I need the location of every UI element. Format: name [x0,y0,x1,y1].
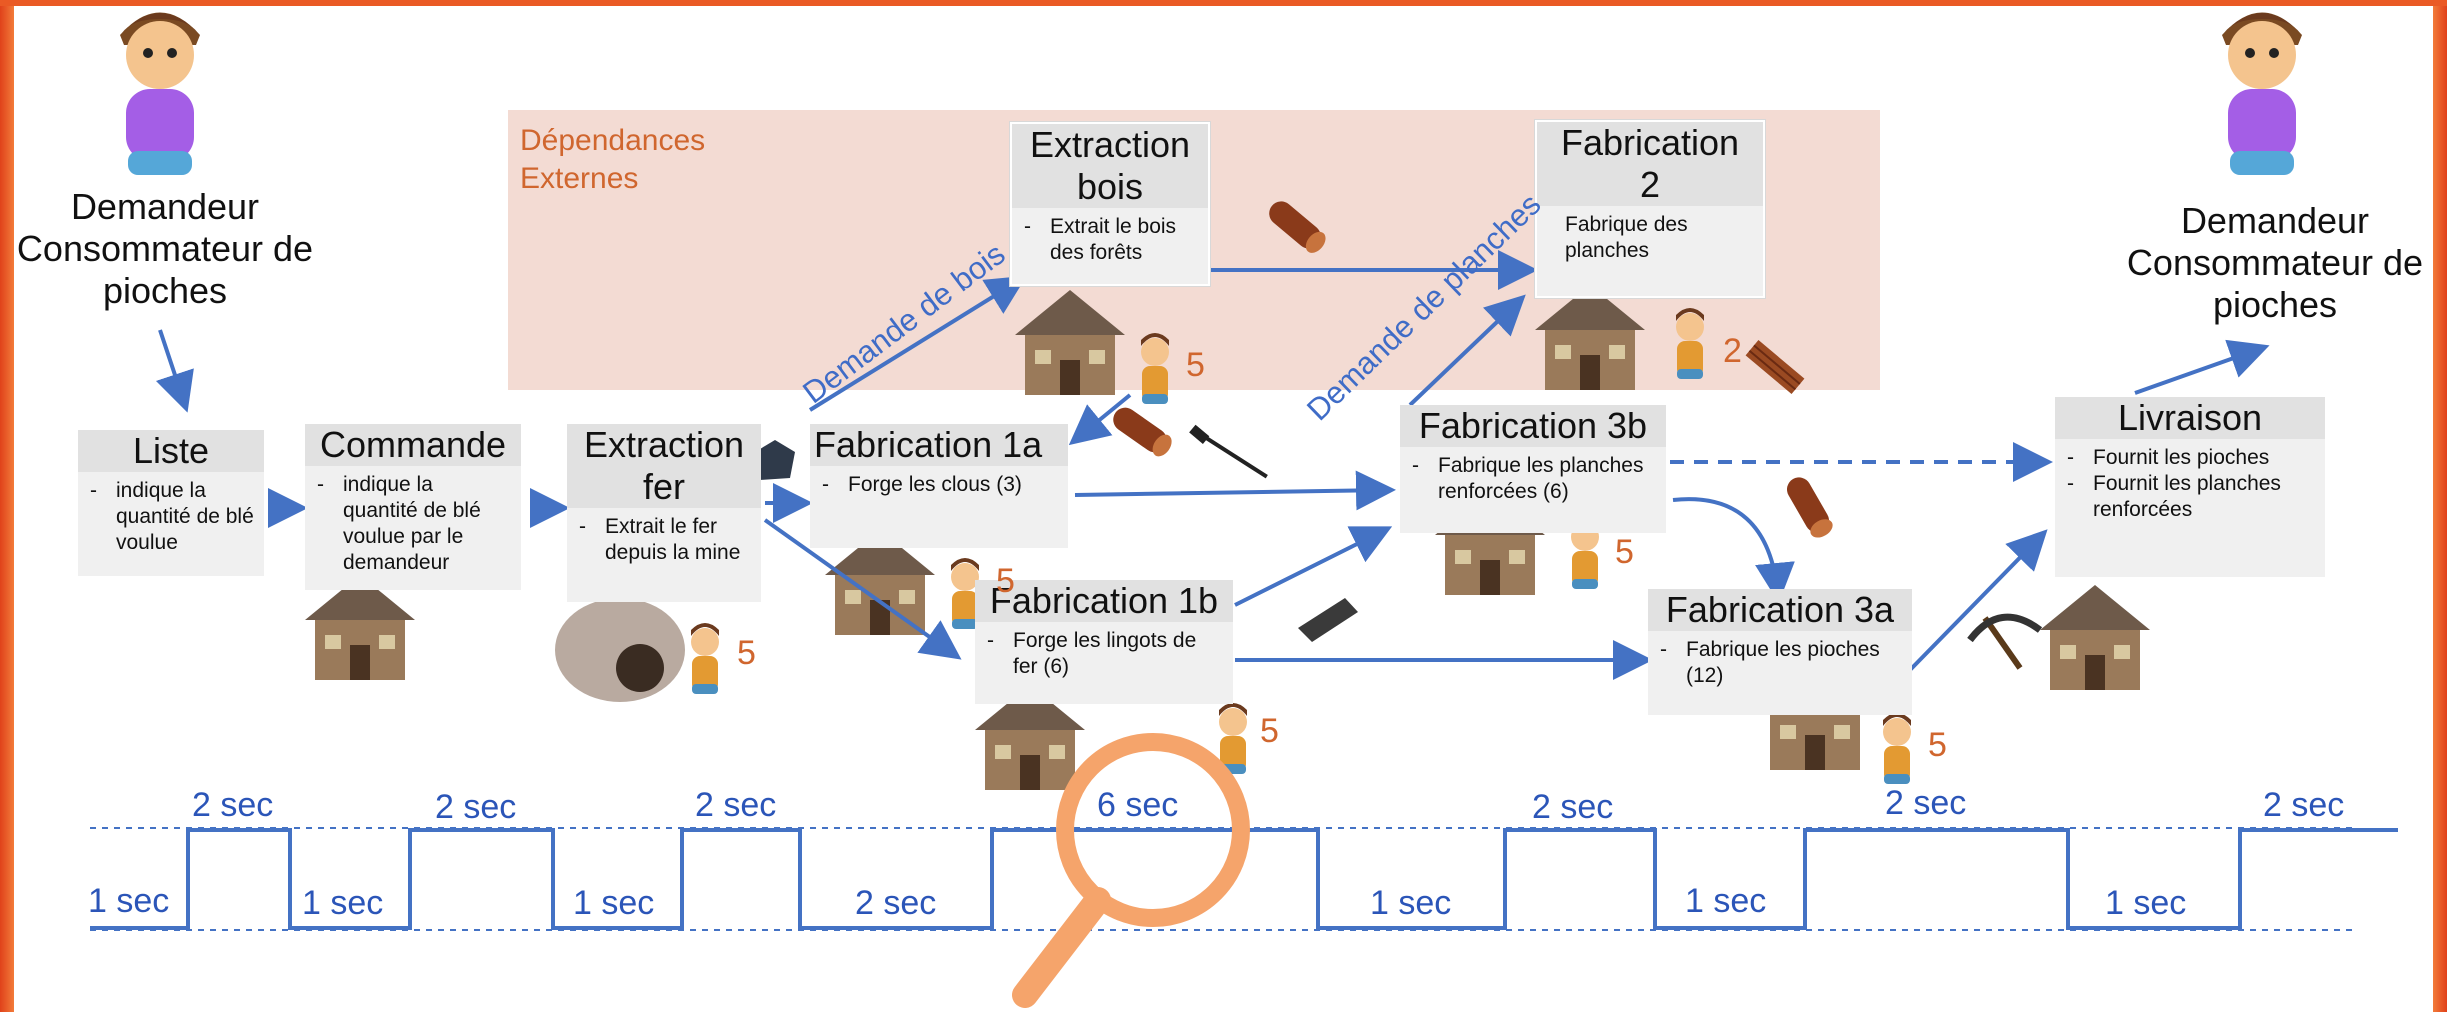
person-icon-right [2222,12,2302,175]
step-title: Extraction bois [1012,124,1208,208]
timeline-label: 1 sec [1370,884,1452,922]
left-border [0,0,14,1012]
timeline-label: 1 sec [1685,882,1767,920]
step-extraction-bois: Extraction bois Extrait le bois des forê… [1010,122,1210,286]
timeline-label: 2 sec [1885,784,1967,822]
step-item: Fournit les planches renforcées [2063,471,2317,523]
step-item: indique la quantité de blé voulue [86,478,256,556]
step-item: Extrait le fer depuis la mine [575,514,753,566]
log-icon [1782,473,1836,542]
step-title: Fabrication 1b [975,580,1233,622]
step-title: Commande [305,424,521,466]
requester-label-right: Demandeur Consommateur de pioches [2126,200,2424,325]
step-title: Fabrication 1a [810,424,1068,466]
plank-icon [1744,339,1806,395]
worker-count-extraction-bois: 5 [1186,346,1205,384]
ingot-icon [1298,598,1358,642]
timeline-label: 2 sec [1532,788,1614,826]
external-dependencies-label: Dépendances Externes [520,124,706,195]
step-item: Forge les clous (3) [818,472,1060,498]
step-title: Livraison [2055,397,2325,439]
top-border [0,0,2447,6]
log-icon [1264,196,1330,257]
worker-icon [691,623,719,694]
step-item: indique la quantité de blé voulue par le… [313,472,513,576]
step-fabrication-1a: Fabrication 1a Forge les clous (3) [810,424,1068,548]
worker-count-fabrication-1b: 5 [1260,712,1279,750]
house-icon-commande [305,575,415,680]
step-title: Fabrication 3b [1400,405,1666,447]
mine-icon [555,598,685,702]
worker-count-extraction-fer: 5 [737,634,756,672]
timeline-label: 2 sec [435,788,517,826]
timeline-label: 2 sec [695,786,777,824]
step-commande: Commande indique la quantité de blé voul… [305,424,521,590]
step-title: Fabrication 2 [1537,122,1763,206]
step-liste: Liste indique la quantité de blé voulue [78,430,264,576]
timeline [90,827,2398,931]
timeline-label: 1 sec [573,884,655,922]
right-border [2433,0,2447,1012]
nail-icon [1189,424,1268,479]
flow-arrows [155,250,2270,680]
house-icon-extraction-bois [1015,290,1125,395]
timeline-label: 2 sec [855,884,937,922]
step-fabrication-3b: Fabrication 3b Fabrique les planches ren… [1400,405,1666,533]
worker-icon [1883,713,1911,784]
step-title: Liste [78,430,264,472]
timeline-label: 2 sec [192,786,274,824]
worker-count-fabrication-3a: 5 [1928,726,1947,764]
person-icon-left [120,12,200,175]
worker-icon [1676,308,1704,379]
worker-count-fabrication-1a: 5 [996,562,1015,600]
step-item: Fournit les pioches [2063,445,2317,471]
step-title: Extraction fer [567,424,761,508]
timeline-label: 1 sec [302,884,384,922]
step-title: Fabrication 3a [1648,589,1912,631]
step-fabrication-2: Fabrication 2 Fabrique des planches [1535,120,1765,298]
step-item: Fabrique les pioches (12) [1656,637,1904,689]
step-item: Extrait le bois des forêts [1020,214,1200,266]
timeline-label: 1 sec [88,882,170,920]
step-fabrication-3a: Fabrication 3a Fabrique les pioches (12) [1648,589,1912,715]
timeline-label: 6 sec [1097,786,1179,824]
step-fabrication-1b: Fabrication 1b Forge les lingots de fer … [975,580,1233,704]
requester-label-left: Demandeur Consommateur de pioches [16,186,314,311]
pickaxe-icon [1967,613,2043,670]
step-item: Forge les lingots de fer (6) [983,628,1225,680]
worker-count-fabrication-3b: 5 [1615,533,1634,571]
worker-count-fabrication-2: 2 [1723,332,1742,370]
step-item: Fabrique les planches renforcées (6) [1408,453,1658,505]
step-text: Fabrique des planches [1537,206,1763,296]
step-livraison: Livraison Fournit les pioches Fournit le… [2055,397,2325,577]
house-icon-livraison [2040,585,2150,690]
step-extraction-fer: Extraction fer Extrait le fer depuis la … [567,424,761,602]
house-icon-fabrication-2 [1535,285,1645,390]
magnifier-icon [1012,733,1250,1008]
log-icon [1108,402,1176,460]
timeline-label: 2 sec [2263,786,2345,824]
timeline-label: 1 sec [2105,884,2187,922]
ore-icon [750,440,795,480]
worker-icon [1141,333,1169,404]
